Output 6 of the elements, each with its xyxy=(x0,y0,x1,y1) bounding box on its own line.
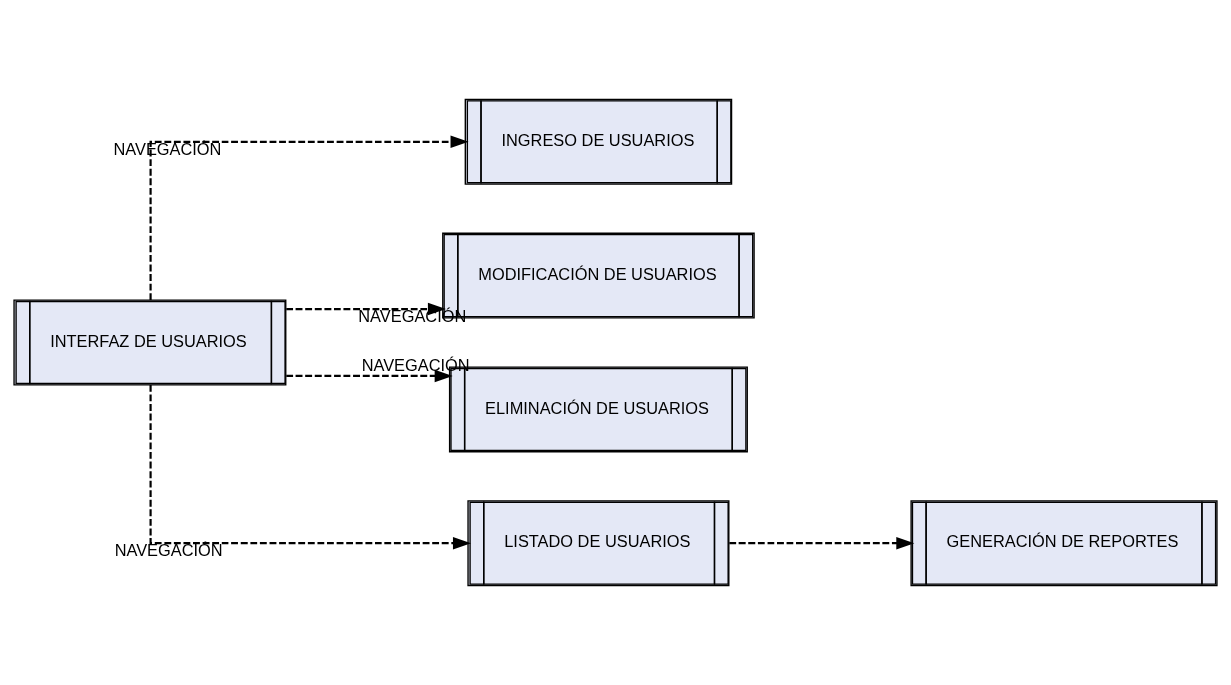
arrow xyxy=(286,369,453,383)
arrow xyxy=(149,135,469,300)
arrow xyxy=(729,536,915,550)
edge-label: NAVEGACIÓN xyxy=(113,139,222,158)
edge-label: NAVEGACIÓN xyxy=(114,541,223,560)
arrow xyxy=(149,385,471,550)
